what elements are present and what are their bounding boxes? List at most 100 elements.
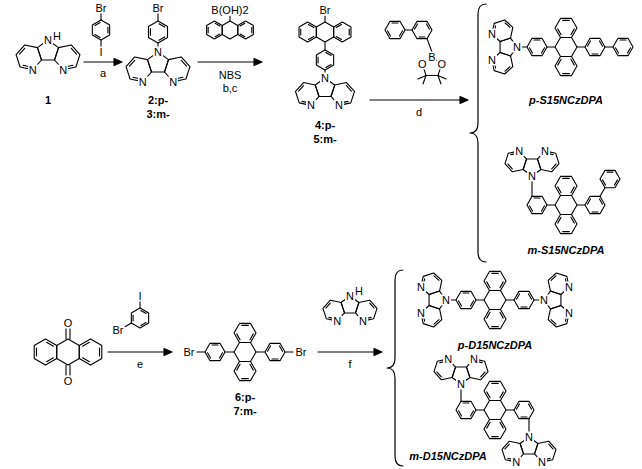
bond-line	[159, 24, 165, 27]
bond-line	[602, 180, 605, 185]
ring-outline	[484, 381, 506, 400]
bond-line	[237, 364, 240, 370]
bond-line	[487, 422, 490, 428]
arrow-head	[460, 97, 468, 104]
bond-line	[500, 282, 503, 288]
bond-line	[487, 312, 490, 318]
atom-label: I	[137, 291, 142, 302]
ring-outline	[299, 22, 316, 42]
arrow-head	[254, 59, 262, 66]
ring-outline	[555, 215, 577, 234]
ring-outline	[148, 21, 167, 43]
bond-line	[529, 206, 532, 211]
bond-line	[423, 75, 426, 84]
bond-line	[592, 211, 598, 212]
bond-line	[215, 34, 220, 37]
compound-number: 3:m-	[146, 109, 169, 120]
bond-line	[541, 48, 544, 53]
bond-line	[242, 378, 249, 379]
bond-line	[563, 178, 570, 179]
bond-line	[229, 16, 230, 21]
compound-name: p-S15NCzDPA	[529, 95, 603, 106]
bond-line	[215, 23, 220, 26]
ring-outline	[456, 401, 476, 418]
bond-line	[207, 353, 210, 358]
ring-outline	[205, 343, 225, 360]
bond-line	[592, 53, 598, 54]
ring-outline	[484, 310, 506, 329]
bond-line	[516, 294, 519, 299]
bond-line	[414, 24, 417, 29]
bond-line	[563, 231, 570, 232]
bond-line	[427, 39, 432, 52]
reagent-label: d	[416, 107, 422, 118]
bond-line	[549, 444, 553, 449]
compound-name: m-D15NCzDPA	[409, 451, 486, 462]
bond-line	[529, 48, 532, 53]
ring-outline	[527, 196, 547, 213]
bracket	[470, 4, 486, 262]
bond-line	[225, 351, 234, 352]
atom-label: Br	[95, 3, 108, 14]
bond-line	[534, 198, 540, 199]
ring-outline	[555, 195, 577, 214]
atom-label: Br	[183, 347, 196, 358]
bond-line	[399, 31, 402, 36]
atom-label: N	[28, 64, 38, 75]
atom-label: N	[168, 76, 178, 87]
ring-outline	[613, 38, 633, 55]
reagent-label: e	[137, 359, 143, 370]
bond-line	[141, 322, 146, 325]
atom-label: N	[334, 100, 344, 111]
bond-line	[83, 358, 90, 362]
bond-line	[392, 23, 398, 24]
bond-line	[212, 345, 218, 346]
bond-line	[47, 342, 54, 346]
ring-outline	[555, 18, 577, 37]
bond-line	[627, 48, 630, 53]
bond-line	[615, 48, 618, 53]
bond-line	[571, 29, 574, 35]
bond-line	[470, 301, 473, 306]
ring-outline	[316, 50, 333, 70]
bond-line	[434, 276, 439, 280]
ring-outline	[484, 400, 506, 419]
ring-outline	[385, 21, 405, 38]
compound-number: 4:p-	[315, 120, 335, 131]
bond-line	[133, 315, 134, 321]
bond-line	[599, 41, 602, 46]
bond-line	[157, 13, 158, 21]
ring-outline	[131, 308, 148, 328]
bond-line	[552, 164, 556, 169]
bond-line	[481, 372, 485, 377]
atom-label: Br	[319, 5, 332, 16]
bond-line	[181, 60, 186, 66]
bond-line	[208, 27, 209, 32]
atom-label: N	[537, 457, 547, 468]
atom-label: N	[564, 282, 574, 293]
bond-line	[150, 29, 151, 36]
bond-line	[250, 364, 253, 370]
atom-label: Br	[152, 3, 165, 14]
bond-line	[558, 29, 561, 35]
atom-label: O	[63, 318, 74, 329]
atom-label: N	[539, 295, 549, 306]
bond-line	[285, 351, 293, 352]
bond-line	[521, 416, 527, 417]
bond-line	[309, 24, 314, 27]
bond-line	[470, 411, 473, 416]
bond-line	[463, 293, 469, 294]
bond-line	[492, 436, 499, 437]
atom-label: N	[358, 316, 368, 327]
bond-line	[240, 34, 245, 37]
bond-line	[551, 276, 556, 280]
bond-line	[599, 199, 602, 204]
bond-line	[563, 73, 570, 74]
atom-label: N	[443, 353, 453, 364]
ring-outline	[234, 323, 256, 342]
bond-line	[95, 34, 100, 37]
bond-line	[506, 409, 514, 410]
atom-label: H	[354, 286, 364, 297]
compound-number: 2:p-	[148, 95, 168, 106]
